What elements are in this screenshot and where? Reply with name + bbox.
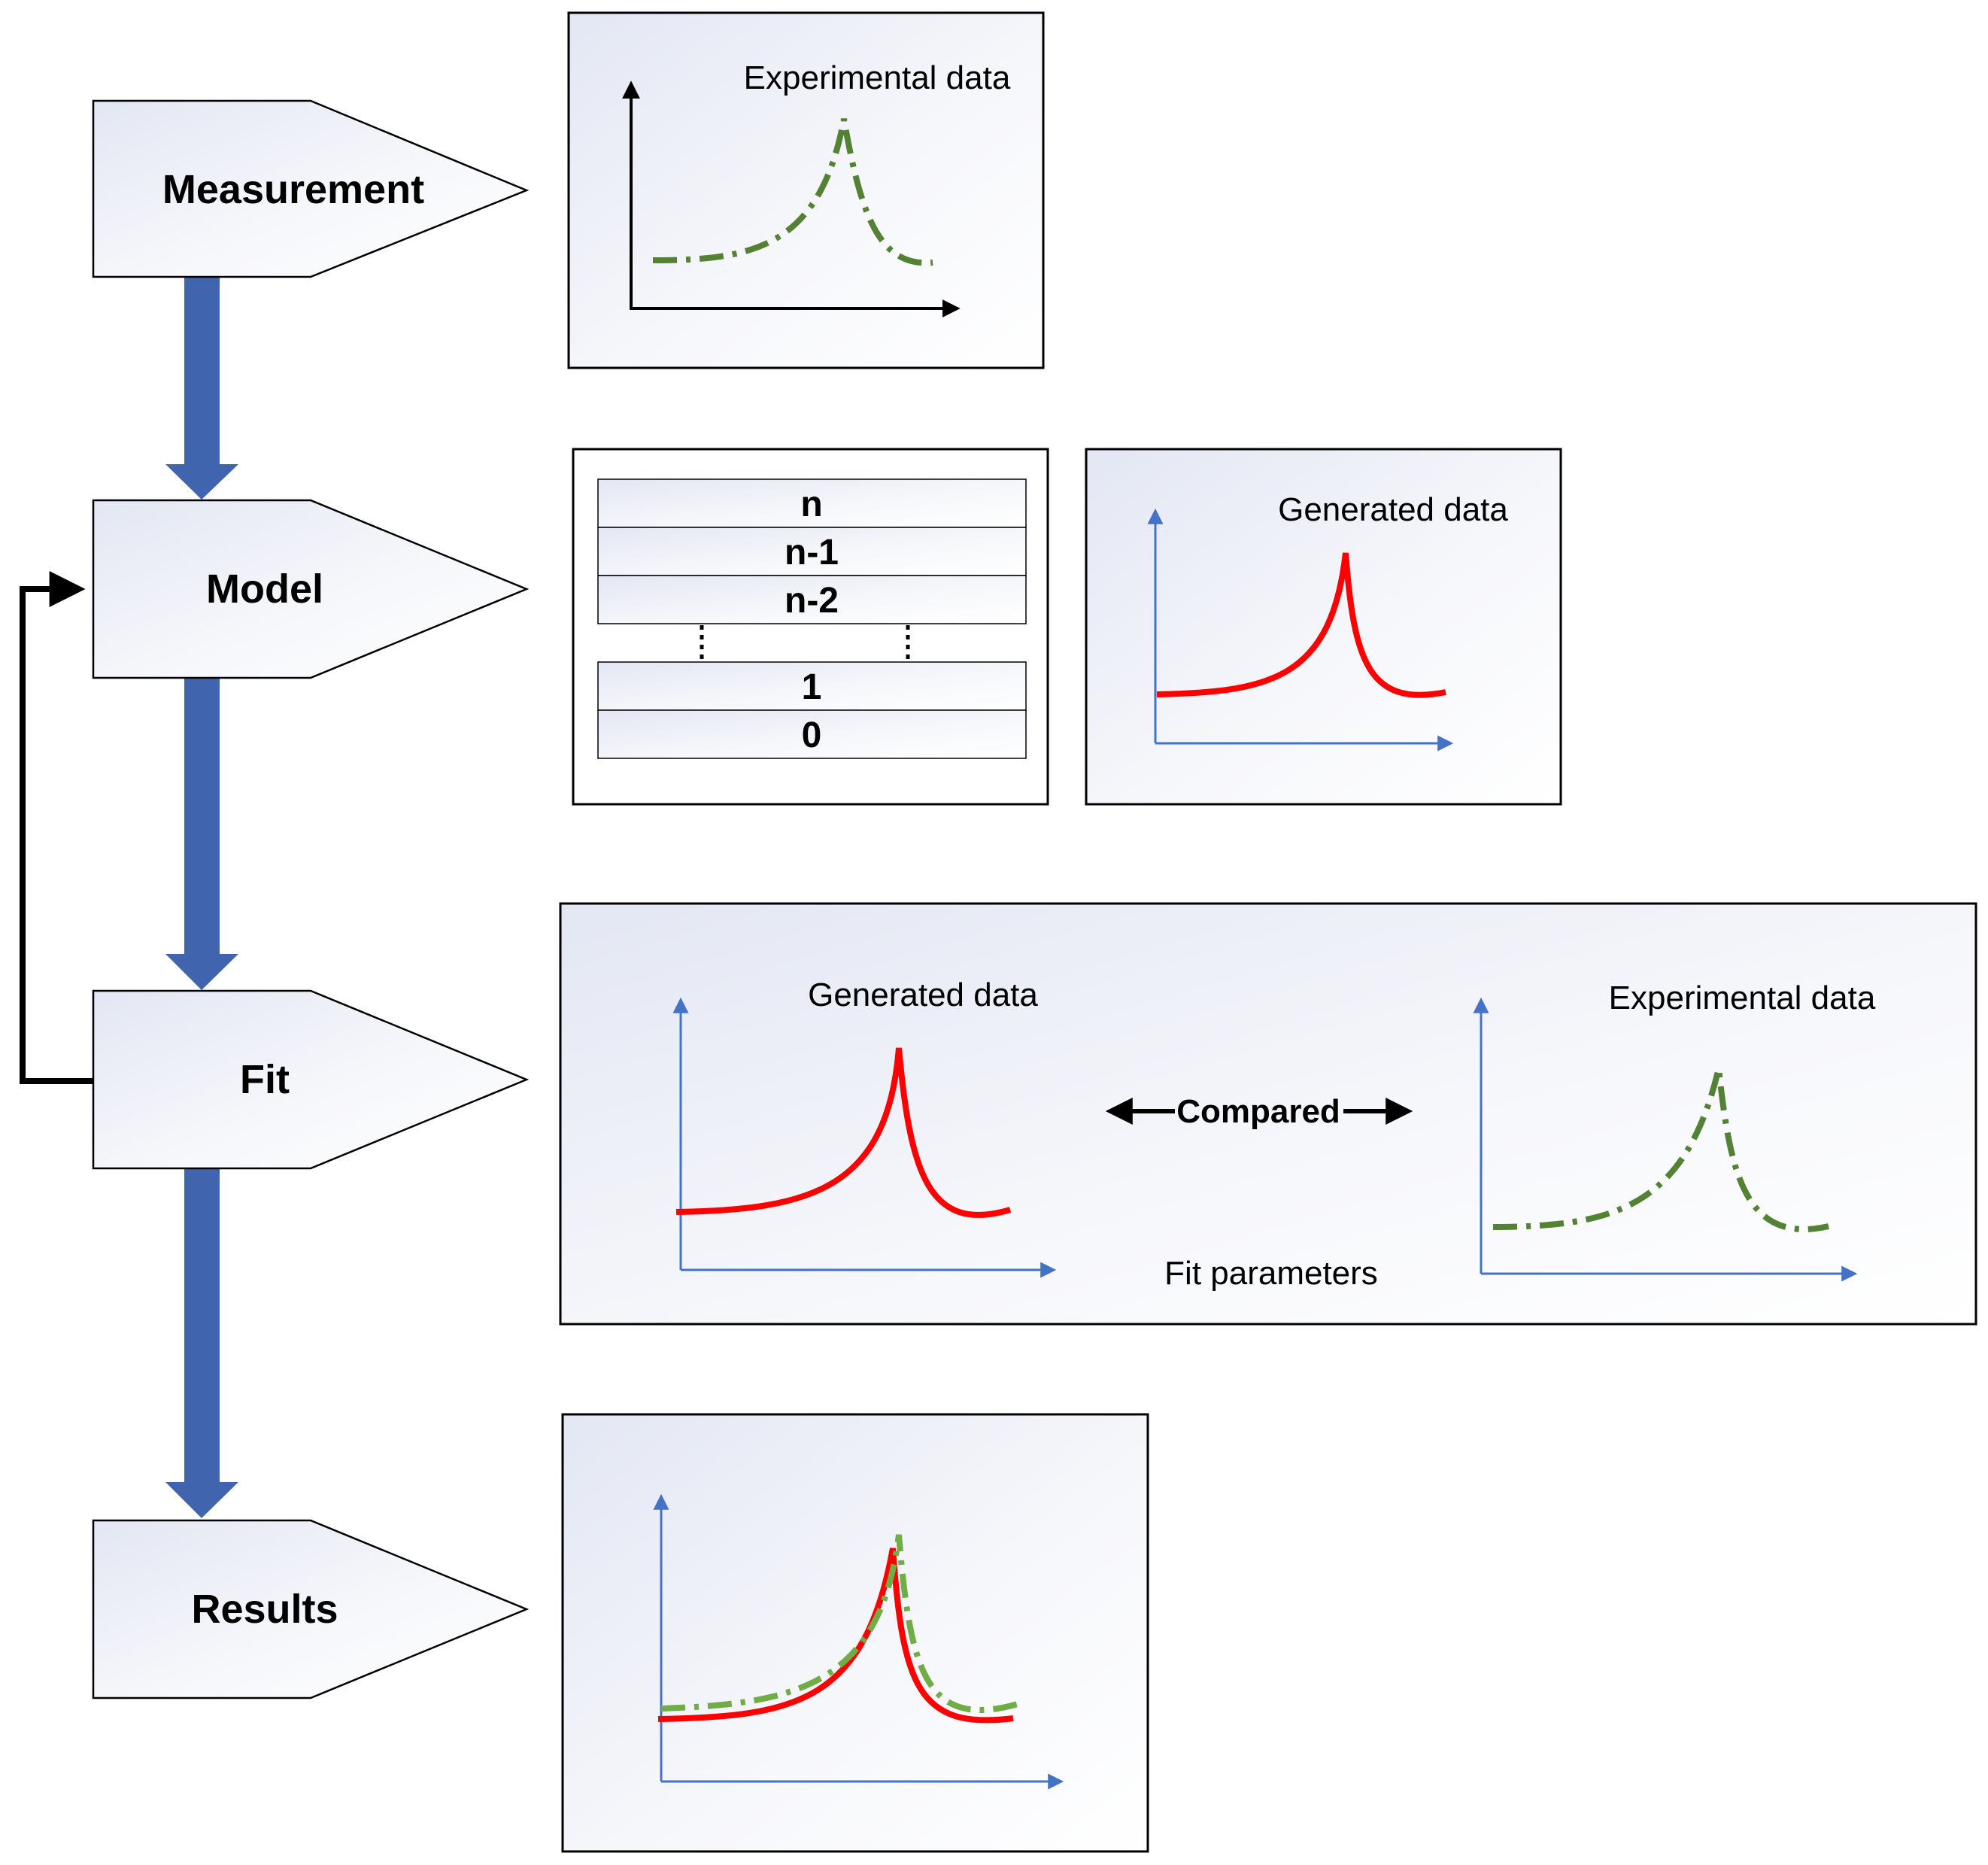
stage-model: Model	[92, 499, 530, 679]
compared-indicator: Compared	[1105, 1093, 1413, 1130]
layer-row	[597, 575, 1027, 624]
layer-ellipsis	[700, 625, 910, 661]
fit-experimental-plot: Experimental data	[1473, 980, 1876, 1282]
stage-label-model: Model	[206, 566, 323, 612]
stage-results: Results	[92, 1519, 530, 1699]
panel-title: Experimental data	[1609, 980, 1876, 1016]
stage-shape	[92, 989, 530, 1170]
layer-stack-bottom: 1 0	[597, 661, 1027, 759]
fit-generated-plot: Generated data	[672, 977, 1057, 1278]
layer-row	[597, 527, 1027, 576]
panel-frame	[561, 1413, 1149, 1853]
flow-arrow-fit-to-results	[165, 1168, 238, 1518]
model-layers-panel: n n-1 n-2 1 0	[572, 448, 1049, 806]
fit-panel: Generated data Compared Fit parameters E…	[559, 902, 1977, 1326]
stage-fit: Fit	[92, 989, 530, 1170]
compared-label: Compared	[1176, 1093, 1340, 1130]
layer-label: 1	[802, 667, 822, 707]
measurement-panel: Experimental data	[567, 11, 1045, 369]
results-panel	[561, 1413, 1149, 1853]
stage-measurement: Measurement	[92, 99, 530, 278]
generated-curve	[657, 1548, 1014, 1724]
layer-label: n-2	[785, 581, 839, 621]
generated-curve	[675, 1047, 1012, 1218]
layer-label: n-1	[785, 533, 839, 573]
panel-frame	[559, 902, 1977, 1326]
panel-title: Experimental data	[744, 59, 1011, 96]
stage-label-measurement: Measurement	[162, 167, 424, 212]
panel-title: Generated data	[808, 977, 1038, 1013]
flow-arrow-model-to-fit	[165, 678, 238, 990]
generated-curve	[1156, 552, 1446, 698]
fit-parameters-label: Fit parameters	[1164, 1255, 1378, 1292]
model-generated-panel: Generated data	[1085, 448, 1562, 806]
layer-label: n	[800, 484, 822, 524]
layer-label: 0	[802, 715, 822, 755]
stage-label-fit: Fit	[240, 1057, 290, 1102]
stage-shape	[92, 99, 530, 278]
stage-shape	[92, 1519, 530, 1699]
layer-stack-top: n n-1 n-2	[597, 478, 1027, 624]
panel-title: Generated data	[1278, 491, 1508, 528]
flow-arrow-measurement-to-model	[165, 277, 238, 500]
stage-shape	[92, 499, 530, 679]
experimental-curve	[652, 118, 933, 266]
stage-label-results: Results	[191, 1587, 338, 1632]
feedback-arrow	[20, 571, 93, 1084]
flow-arrows	[165, 277, 238, 1518]
layer-row	[597, 709, 1027, 759]
experimental-curve	[660, 1534, 1019, 1714]
experimental-curve	[1492, 1068, 1829, 1232]
